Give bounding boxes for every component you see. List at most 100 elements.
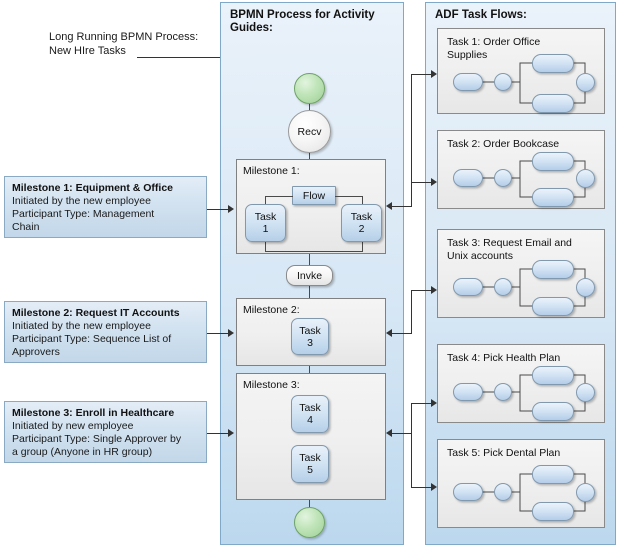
milestone-callout-2-desc-2: Participant Type: Sequence List of	[12, 333, 172, 345]
task-flow-2-node-branch-a	[532, 152, 574, 171]
bpmn-column-title-line-1: BPMN Process for Activity	[230, 9, 375, 21]
bpmn-invoke-task-label: Invke	[296, 269, 323, 282]
task-flow-3-node-start	[453, 278, 483, 296]
routing-return-to-milestone-2-arrow	[386, 329, 392, 337]
bpmn-join-bar	[265, 251, 363, 252]
milestone-callout-3-title: Milestone 3: Enroll in Healthcare	[12, 407, 175, 419]
milestone-callout-3: Milestone 3: Enroll in Healthcare Initia…	[4, 401, 207, 463]
bpmn-task-3-label-line-2: 3	[307, 336, 313, 349]
milestone-3-connector	[207, 433, 229, 434]
task-flow-panel-4[interactable]: Task 4: Pick Health Plan	[437, 344, 605, 423]
milestone-callout-3-desc-2: Participant Type: Single Approver by	[12, 433, 182, 445]
task-flow-panel-4-title: Task 4: Pick Health Plan	[447, 352, 560, 365]
bpmn-task-4[interactable]: Task 4	[291, 395, 329, 433]
milestone-1-connector	[207, 209, 229, 210]
bpmn-flow-box-label: Flow	[302, 189, 326, 202]
annotation-line-2: New HIre Tasks	[49, 45, 126, 57]
routing-branch-to-task-1	[411, 74, 432, 75]
task-flow-1-node-start	[453, 73, 483, 91]
annotation-line-1: Long Running BPMN Process:	[49, 31, 199, 43]
task-flow-1-connectors	[482, 62, 586, 104]
milestone-3-connector-arrow	[228, 429, 234, 437]
bpmn-join-left-rise	[265, 240, 266, 252]
bpmn-receive-task: Recv	[288, 110, 331, 153]
bpmn-split-bar	[265, 196, 293, 197]
bpmn-join-right-rise	[362, 240, 363, 252]
bpmn-lane-2-label: Milestone 2:	[243, 304, 300, 316]
routing-branch-to-task-5-arrow	[431, 483, 437, 491]
routing-trunk-middle	[411, 290, 412, 334]
task-flow-panel-3-title-line-2: Unix accounts	[447, 250, 513, 262]
task-flow-4-node-router	[494, 383, 512, 401]
task-flow-panel-3-title-line-1: Task 3: Request Email and	[447, 237, 572, 249]
milestone-callout-2-title: Milestone 2: Request IT Accounts	[12, 307, 180, 319]
bpmn-task-5-label-line-1: Task	[299, 452, 321, 464]
task-flow-4-node-branch-b	[532, 402, 574, 421]
task-flow-panel-1[interactable]: Task 1: Order Office Supplies	[437, 28, 605, 114]
task-flow-panel-5-title-line-1: Task 5: Pick Dental Plan	[447, 447, 561, 459]
task-flow-panel-3[interactable]: Task 3: Request Email and Unix accounts	[437, 229, 605, 318]
bpmn-task-2-label-line-1: Task	[350, 211, 373, 223]
adf-column-title: ADF Task Flows:	[435, 9, 527, 21]
bpmn-split-right-drop	[362, 196, 363, 210]
bpmn-lane-3-label: Milestone 3:	[243, 379, 300, 391]
routing-branch-to-task-5	[411, 487, 432, 488]
milestone-1-connector-arrow	[228, 205, 234, 213]
bpmn-split-bar-right	[335, 196, 363, 197]
routing-return-to-milestone-2	[390, 333, 412, 334]
task-flow-panel-3-title: Task 3: Request Email and Unix accounts	[447, 237, 572, 263]
bpmn-task-4-label-line-2: 4	[307, 414, 313, 426]
task-flow-4-node-start	[453, 383, 483, 401]
milestone-callout-3-desc-1: Initiated by new employee	[12, 420, 134, 432]
bpmn-task-5[interactable]: Task 5	[291, 445, 329, 483]
bpmn-split-left-drop	[265, 196, 266, 210]
task-flow-2-node-branch-b	[532, 188, 574, 207]
bpmn-task-2[interactable]: Task 2	[341, 204, 382, 242]
task-flow-panel-2-title: Task 2: Order Bookcase	[447, 138, 559, 151]
task-flow-5-node-branch-a	[532, 465, 574, 484]
routing-trunk-bottom	[411, 433, 412, 487]
bpmn-task-2-label-line-2: 2	[358, 223, 365, 235]
routing-return-to-milestone-1	[390, 206, 412, 207]
task-flow-3-node-router	[494, 278, 512, 296]
task-flow-panel-1-title-line-2: Supplies	[447, 49, 488, 61]
milestone-callout-2-desc-1: Initiated by the new employee	[12, 320, 151, 332]
routing-branch-to-task-3	[411, 290, 432, 291]
task-flow-4-node-end	[576, 383, 595, 402]
task-flow-3-node-branch-b	[532, 297, 574, 316]
task-flow-panel-1-title-line-1: Task 1: Order Office	[447, 36, 541, 48]
milestone-callout-1: Milestone 1: Equipment & Office Initiate…	[4, 176, 207, 238]
task-flow-panel-4-title-line-1: Task 4: Pick Health Plan	[447, 352, 561, 364]
task-flow-1-node-branch-a	[532, 54, 574, 73]
milestone-2-connector	[207, 333, 229, 334]
task-flow-5-node-start	[453, 483, 483, 501]
bpmn-flow-box: Flow	[292, 186, 336, 205]
bpmn-task-3[interactable]: Task 3	[291, 318, 329, 355]
routing-branch-to-task-2-arrow	[431, 178, 437, 186]
task-flow-panel-2[interactable]: Task 2: Order Bookcase	[437, 130, 605, 209]
task-flow-panel-5-title: Task 5: Pick Dental Plan	[447, 447, 560, 460]
task-flow-2-node-router	[494, 169, 512, 187]
milestone-callout-1-desc-3: Chain	[12, 221, 40, 233]
bpmn-task-1[interactable]: Task 1	[245, 204, 286, 242]
task-flow-panel-5[interactable]: Task 5: Pick Dental Plan	[437, 439, 605, 528]
annotation-label: Long Running BPMN Process: New HIre Task…	[49, 30, 198, 58]
task-flow-5-node-branch-b	[532, 502, 574, 521]
routing-branch-to-task-4-arrow	[431, 399, 437, 407]
bpmn-task-4-label-line-1: Task	[299, 402, 321, 414]
routing-branch-to-task-3-arrow	[431, 286, 437, 294]
task-flow-1-node-branch-b	[532, 94, 574, 113]
milestone-callout-1-desc-1: Initiated by the new employee	[12, 195, 151, 207]
task-flow-4-node-branch-a	[532, 366, 574, 385]
milestone-callout-1-title: Milestone 1: Equipment & Office	[12, 182, 174, 194]
task-flow-5-node-end	[576, 483, 595, 502]
milestone-2-connector-arrow	[228, 329, 234, 337]
routing-trunk-lower	[411, 403, 412, 433]
milestone-callout-2: Milestone 2: Request IT Accounts Initiat…	[4, 301, 207, 363]
bpmn-task-5-label-line-2: 5	[307, 464, 313, 476]
routing-return-to-milestone-1-arrow	[386, 202, 392, 210]
bpmn-task-1-label-line-2: 1	[262, 223, 269, 235]
routing-branch-to-task-1-arrow	[431, 70, 437, 78]
milestone-callout-1-desc-2: Participant Type: Management	[12, 208, 155, 220]
task-flow-1-node-end	[576, 73, 595, 92]
